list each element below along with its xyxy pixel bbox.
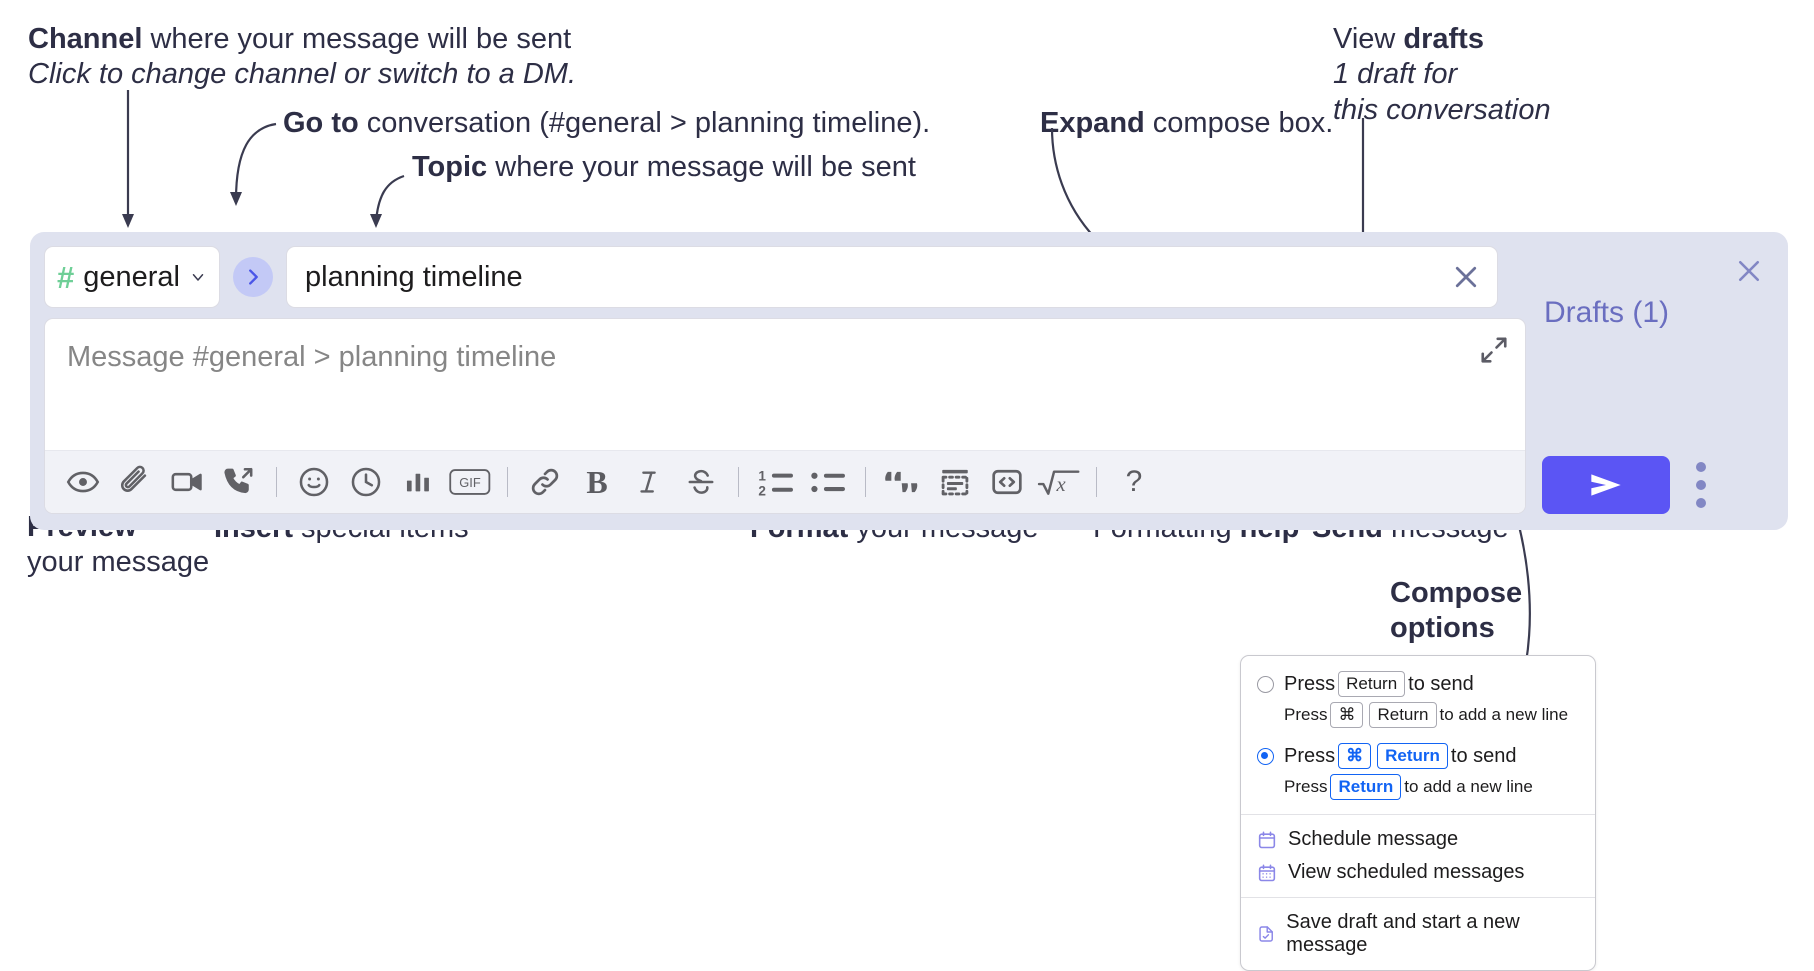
annotation-preview-rest: your message: [27, 546, 210, 579]
compose-panel: # general planning timeline Message #g: [30, 232, 1788, 530]
toolbar-separator: [276, 467, 277, 497]
blockquote-icon[interactable]: [877, 458, 929, 506]
annotation-topic-bold: Topic: [412, 151, 488, 183]
annotation-goto-bold: Go to: [283, 107, 359, 139]
message-input-container[interactable]: Message #general > planning timeline: [44, 318, 1526, 514]
drafts-link[interactable]: Drafts (1): [1544, 296, 1670, 329]
italic-icon[interactable]: [623, 458, 675, 506]
radio-button[interactable]: [1257, 675, 1274, 693]
topic-field[interactable]: planning timeline: [286, 246, 1498, 308]
annotation-drafts: View drafts 1 draft for this conversatio…: [1333, 22, 1551, 128]
annotation-channel-bold: Channel: [28, 23, 143, 55]
menu-item-view-scheduled-messages[interactable]: View scheduled messages: [1241, 856, 1595, 889]
menu-item-label: View scheduled messages: [1288, 861, 1525, 884]
menu-item-label: Save draft and start a new message: [1286, 911, 1520, 957]
send-option-return-hint: Press ⌘ Return to add a new line: [1241, 700, 1595, 734]
hash-icon: #: [57, 259, 75, 295]
attachment-paperclip-icon[interactable]: [109, 458, 161, 506]
annotation-topic: Topic where your message will be sent: [412, 150, 916, 185]
toolbar-separator: [865, 467, 866, 497]
inline-code-icon[interactable]: [981, 458, 1033, 506]
toolbar-separator: [1096, 467, 1097, 497]
link-icon[interactable]: [519, 458, 571, 506]
ordered-list-icon[interactable]: 1 2: [750, 458, 802, 506]
send-option-cmd-return[interactable]: Press ⌘ Return to send: [1241, 740, 1595, 772]
more-vertical-icon[interactable]: [1692, 462, 1710, 508]
annotation-goto-rest: conversation (#general > planning timeli…: [358, 107, 931, 139]
bar-chart-icon[interactable]: [392, 458, 444, 506]
clock-icon[interactable]: [340, 458, 392, 506]
phone-call-icon[interactable]: [213, 458, 265, 506]
strikethrough-icon[interactable]: [675, 458, 727, 506]
annotation-channel: Channel where your message will be sent …: [28, 22, 576, 93]
svg-text:2: 2: [758, 484, 766, 499]
send-button[interactable]: [1542, 456, 1670, 514]
key-return: Return: [1369, 702, 1437, 729]
message-input-placeholder: Message #general > planning timeline: [67, 341, 557, 373]
calendar-grid-icon: [1258, 864, 1276, 882]
close-icon[interactable]: [1451, 262, 1481, 292]
code-block-icon[interactable]: [929, 458, 981, 506]
svg-text:1: 1: [758, 469, 766, 484]
close-icon[interactable]: [1734, 256, 1764, 286]
svg-text:x: x: [1055, 474, 1065, 496]
menu-divider: [1241, 814, 1595, 816]
annotation-expand-bold: Expand: [1040, 107, 1145, 139]
menu-item-label: Schedule message: [1288, 828, 1459, 851]
annotation-topic-rest: where your message will be sent: [487, 151, 916, 183]
bulleted-list-icon[interactable]: [802, 458, 854, 506]
compose-inner: # general planning timeline Message #g: [30, 232, 1540, 530]
help-question-icon[interactable]: ?: [1125, 465, 1143, 498]
annotation-compose-options-bold1: Compose: [1390, 577, 1523, 609]
key-command: ⌘: [1338, 743, 1372, 770]
key-return: Return: [1338, 671, 1406, 698]
gif-icon[interactable]: GIF: [444, 458, 496, 506]
video-camera-icon[interactable]: [161, 458, 213, 506]
channel-selector[interactable]: # general: [44, 246, 220, 308]
key-return: Return: [1377, 743, 1448, 770]
toolbar-separator: [507, 467, 508, 497]
annotation-drafts-italic2: this conversation: [1333, 93, 1551, 126]
calendar-schedule-icon: [1258, 831, 1276, 849]
send-option-cmd-return-label: Press ⌘ Return to send: [1284, 743, 1517, 770]
radio-button-selected[interactable]: [1257, 747, 1274, 765]
send-option-return[interactable]: Press Return to send: [1241, 668, 1595, 700]
annotation-compose-options-bold2: options: [1390, 612, 1495, 645]
emoji-smiley-icon[interactable]: [288, 458, 340, 506]
annotation-channel-italic: Click to change channel or switch to a D…: [28, 58, 577, 91]
menu-item-save-draft[interactable]: Save draft and start a new message: [1241, 906, 1595, 962]
annotation-expand: Expand compose box.: [1040, 106, 1333, 141]
annotation-goto: Go to conversation (#general > planning …: [283, 106, 930, 141]
annotation-drafts-italic1: 1 draft for: [1333, 58, 1458, 91]
topic-value: planning timeline: [305, 260, 523, 293]
send-option-cmd-return-hint: Press Return to add a new line: [1241, 772, 1595, 806]
save-draft-icon: [1259, 926, 1273, 943]
expand-diagonal-icon[interactable]: [1479, 335, 1509, 365]
toolbar-separator: [738, 467, 739, 497]
chevron-right-icon: [249, 269, 258, 285]
preview-icon[interactable]: [57, 458, 109, 506]
bold-icon[interactable]: B: [586, 463, 608, 500]
channel-name: general: [83, 260, 180, 293]
chevron-down-icon: [192, 274, 204, 281]
svg-text:GIF: GIF: [459, 475, 481, 490]
formatting-toolbar: GIF B: [45, 450, 1525, 513]
key-return: Return: [1330, 774, 1402, 801]
annotation-channel-rest: where your message will be sent: [142, 23, 572, 55]
send-paper-plane-icon: [1591, 474, 1621, 496]
send-option-return-label: Press Return to send: [1284, 671, 1474, 698]
go-to-conversation-button[interactable]: [233, 257, 273, 297]
compose-options-menu: Press Return to send Press ⌘ Return to a…: [1240, 655, 1596, 971]
menu-divider: [1241, 897, 1595, 899]
compose-header-row: # general planning timeline: [44, 246, 1498, 308]
key-command: ⌘: [1330, 702, 1364, 729]
annotation-drafts-lead: View: [1333, 23, 1404, 55]
latex-sqrt-icon[interactable]: x: [1033, 458, 1085, 506]
annotation-expand-rest: compose box.: [1144, 107, 1334, 139]
menu-item-schedule-message[interactable]: Schedule message: [1241, 823, 1595, 856]
annotation-drafts-bold: drafts: [1403, 23, 1484, 55]
